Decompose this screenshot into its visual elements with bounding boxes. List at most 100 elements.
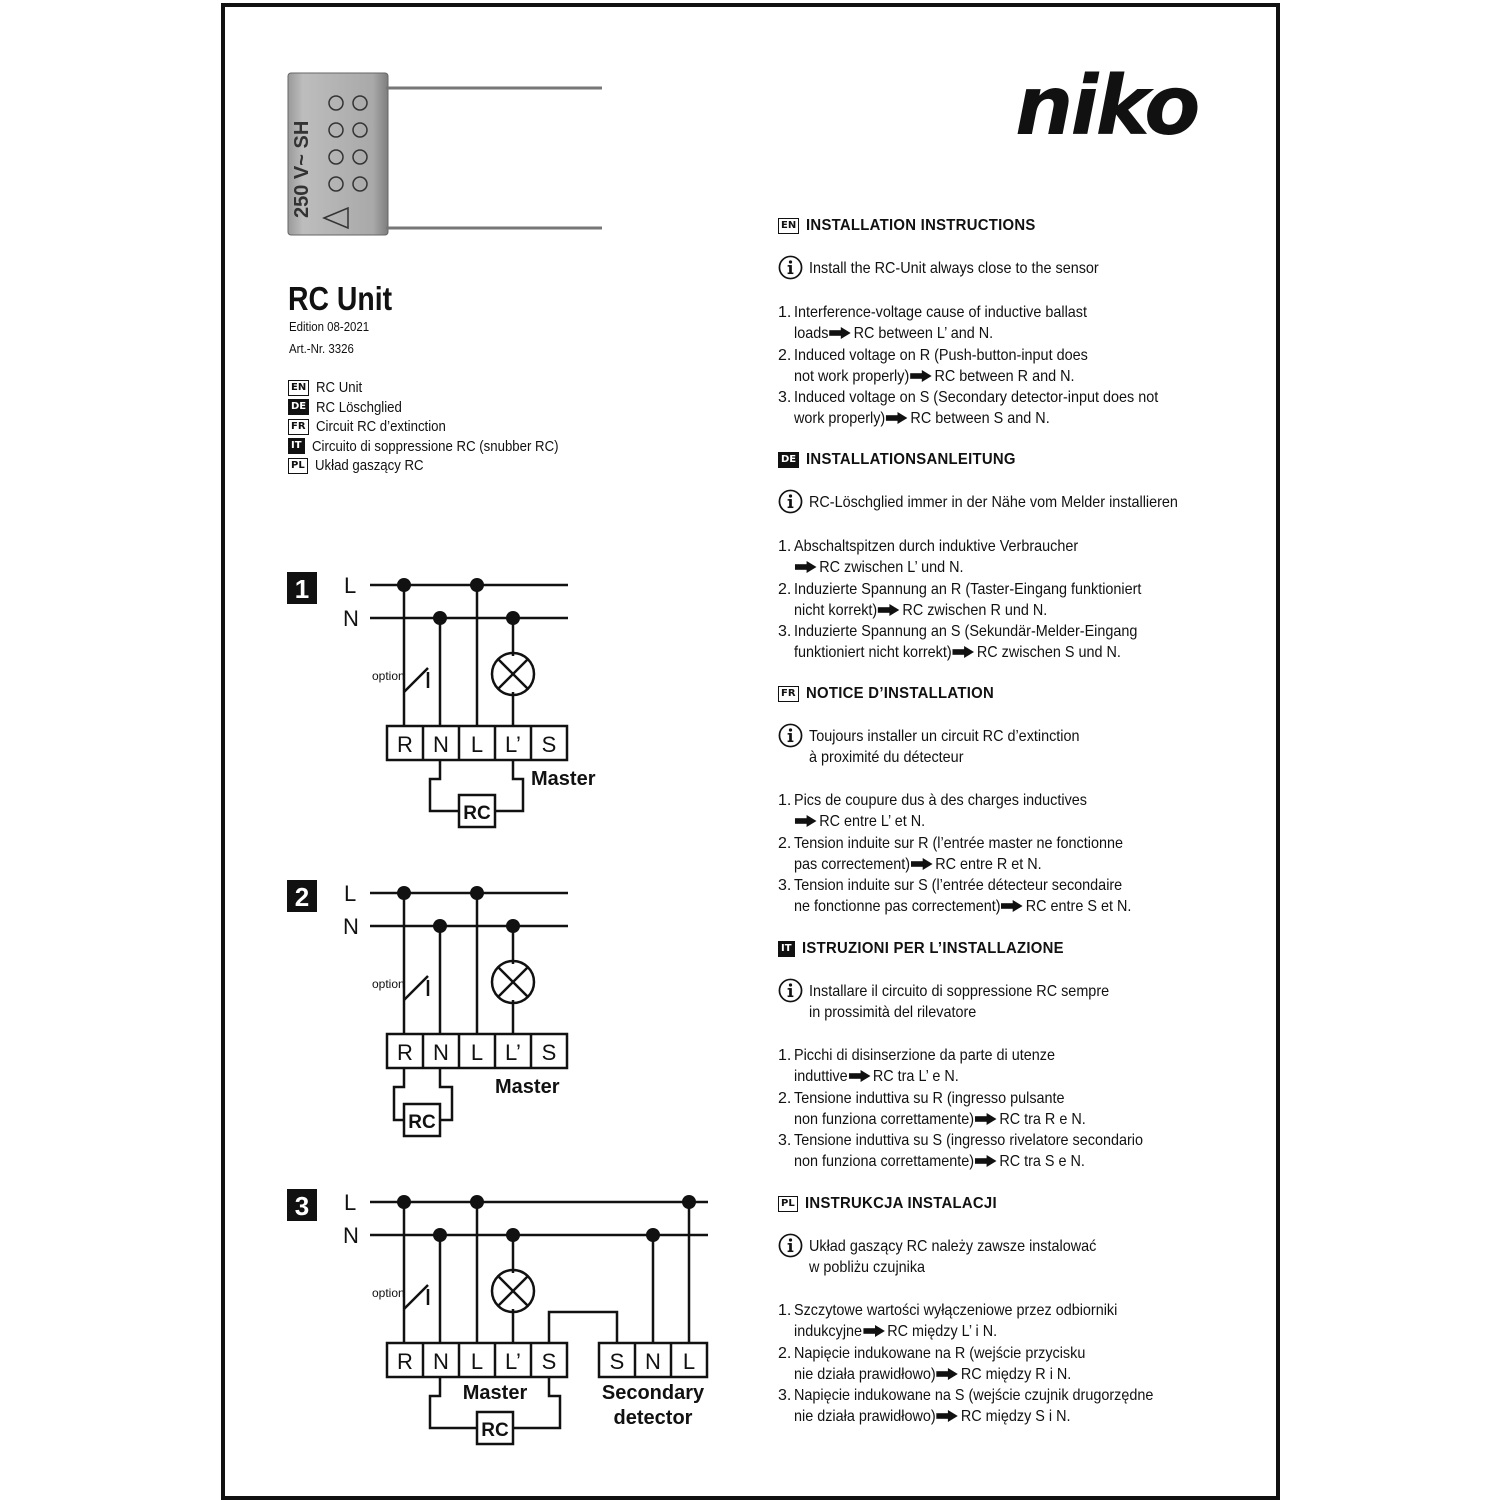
arrow-icon	[848, 1070, 871, 1083]
language-badge: FR	[778, 686, 799, 702]
step-line: 2.Tensione induttiva su R (ingresso puls…	[778, 1088, 1248, 1109]
step-line: 2.Napięcie indukowane na R (wejście przy…	[778, 1343, 1248, 1364]
step-result: RC między L’ i N.	[887, 1323, 998, 1341]
step-number	[778, 600, 794, 621]
step-text: Induzierte Spannung an S (Sekundär-Melde…	[794, 623, 1138, 641]
step-number: 1.	[778, 304, 792, 321]
language-name: Układ gaszący RC	[314, 457, 424, 475]
info-icon	[778, 1233, 803, 1258]
info-note: Installare il circuito di soppressione R…	[778, 978, 1248, 1023]
secondary-detector-label: detector	[614, 1407, 693, 1429]
step-line: 3.Induced voltage on S (Secondary detect…	[778, 387, 1248, 408]
language-item: DE RC Löschglied	[288, 398, 592, 418]
step-list: 1.Interference-voltage cause of inductiv…	[778, 302, 1248, 430]
wiring-diagram-2: 2 L N option R N L L’ S Master RC	[287, 880, 569, 1138]
step-text: Napięcie indukowane na S (wejście czujni…	[794, 1387, 1154, 1405]
terminal-label: S	[542, 1349, 557, 1374]
step-number	[778, 366, 794, 387]
step-number: 2.	[778, 834, 792, 852]
terminal-label: L’	[505, 1349, 521, 1374]
master-label: Master	[463, 1382, 528, 1404]
step-number: 1.	[778, 1047, 792, 1064]
master-label: Master	[495, 1076, 560, 1098]
info-icon	[778, 723, 803, 748]
edition: Edition 08-2021	[289, 319, 370, 334]
step-line: nicht korrekt)RC zwischen R und N.	[778, 600, 1248, 621]
step-number: 3.	[778, 1132, 792, 1150]
step-line: work properly)RC between S and N.	[778, 408, 1248, 429]
step-number	[778, 1066, 794, 1087]
step-number: 2.	[778, 346, 792, 364]
step-result: RC tra S e N.	[999, 1153, 1085, 1171]
step-text: loads	[794, 325, 829, 343]
step-result: RC zwischen R und N.	[902, 601, 1048, 619]
terminal-label: R	[397, 1040, 413, 1065]
step-line: funktioniert nicht korrekt)RC zwischen S…	[778, 642, 1248, 663]
step-number	[778, 896, 794, 917]
step-list: 1.Pics de coupure dus à des charges indu…	[778, 790, 1248, 918]
terminal-label: L	[471, 1040, 483, 1065]
step-text: Abschaltspitzen durch induktive Verbrauc…	[794, 538, 1079, 555]
step-text: Picchi di disinserzione da parte di uten…	[794, 1047, 1055, 1064]
terminal-label: L	[471, 1349, 483, 1374]
step-line: 1.Picchi di disinserzione da parte di ut…	[778, 1045, 1248, 1066]
wiring-diagram-1: 1 L N option R N L L’ S Master RC	[287, 572, 596, 829]
step-line: RC zwischen L’ und N.	[778, 557, 1248, 578]
line-l-label: L	[344, 881, 356, 906]
step-line: 2.Induced voltage on R (Push-button-inpu…	[778, 345, 1248, 366]
step-result: RC między S i N.	[960, 1408, 1071, 1426]
language-name: Circuit RC d’extinction	[315, 418, 446, 436]
rc-label: RC	[408, 1112, 436, 1133]
step-text: not work properly)	[794, 367, 910, 385]
terminal-label: S	[542, 1040, 557, 1065]
step-line: pas correctement)RC entre R et N.	[778, 854, 1248, 875]
line-l-label: L	[344, 573, 356, 598]
diagram-number: 3	[295, 1191, 309, 1221]
step-line: RC entre L’ et N.	[778, 811, 1248, 832]
step-number: 1.	[778, 538, 792, 555]
terminal-label: R	[397, 1349, 413, 1374]
language-badge: EN	[288, 379, 310, 396]
step-text: Tensione induttiva su R (ingresso pulsan…	[794, 1089, 1065, 1107]
section-title: INSTRUKCJA INSTALACJI	[804, 1195, 997, 1212]
info-text: Układ gaszący RC należy zawsze instalowa…	[809, 1238, 1097, 1276]
language-name: RC Löschglied	[316, 398, 402, 416]
step-text: nie działa prawidłowo)	[794, 1365, 936, 1383]
arrow-icon	[862, 1325, 885, 1338]
language-badge: DE	[288, 399, 310, 416]
diagram-number: 1	[295, 574, 309, 604]
arrow-icon	[910, 857, 933, 870]
option-label: option	[372, 669, 405, 683]
step-text: ne fonctionne pas correctement)	[794, 898, 1001, 916]
step-result: RC between L’ and N.	[853, 325, 994, 343]
step-result: RC entre S et N.	[1025, 898, 1132, 916]
step-line: nie działa prawidłowo)RC między S i N.	[778, 1406, 1248, 1427]
terminal-label: L’	[505, 1040, 521, 1065]
step-number	[778, 854, 794, 875]
step-number	[778, 1151, 794, 1172]
wiring-diagram-3: 3 L N option R N L L’ S S N L Master Sec…	[287, 1189, 709, 1446]
step-number: 3.	[778, 623, 792, 641]
step-text: Induced voltage on S (Secondary detector…	[794, 389, 1159, 407]
step-text: Induzierte Spannung an R (Taster-Eingang…	[794, 580, 1142, 598]
arrow-icon	[975, 1155, 997, 1168]
info-text: RC-Löschglied immer in der Nähe vom Meld…	[809, 494, 1178, 511]
terminal-label: S	[610, 1349, 625, 1374]
option-label: option	[372, 1286, 405, 1300]
article-number: Art.-Nr. 3326	[289, 341, 354, 356]
step-number	[778, 323, 794, 344]
info-note: RC-Löschglied immer in der Nähe vom Meld…	[778, 489, 1248, 514]
step-text: work properly)	[794, 410, 886, 428]
step-result: RC między R i N.	[960, 1365, 1072, 1383]
